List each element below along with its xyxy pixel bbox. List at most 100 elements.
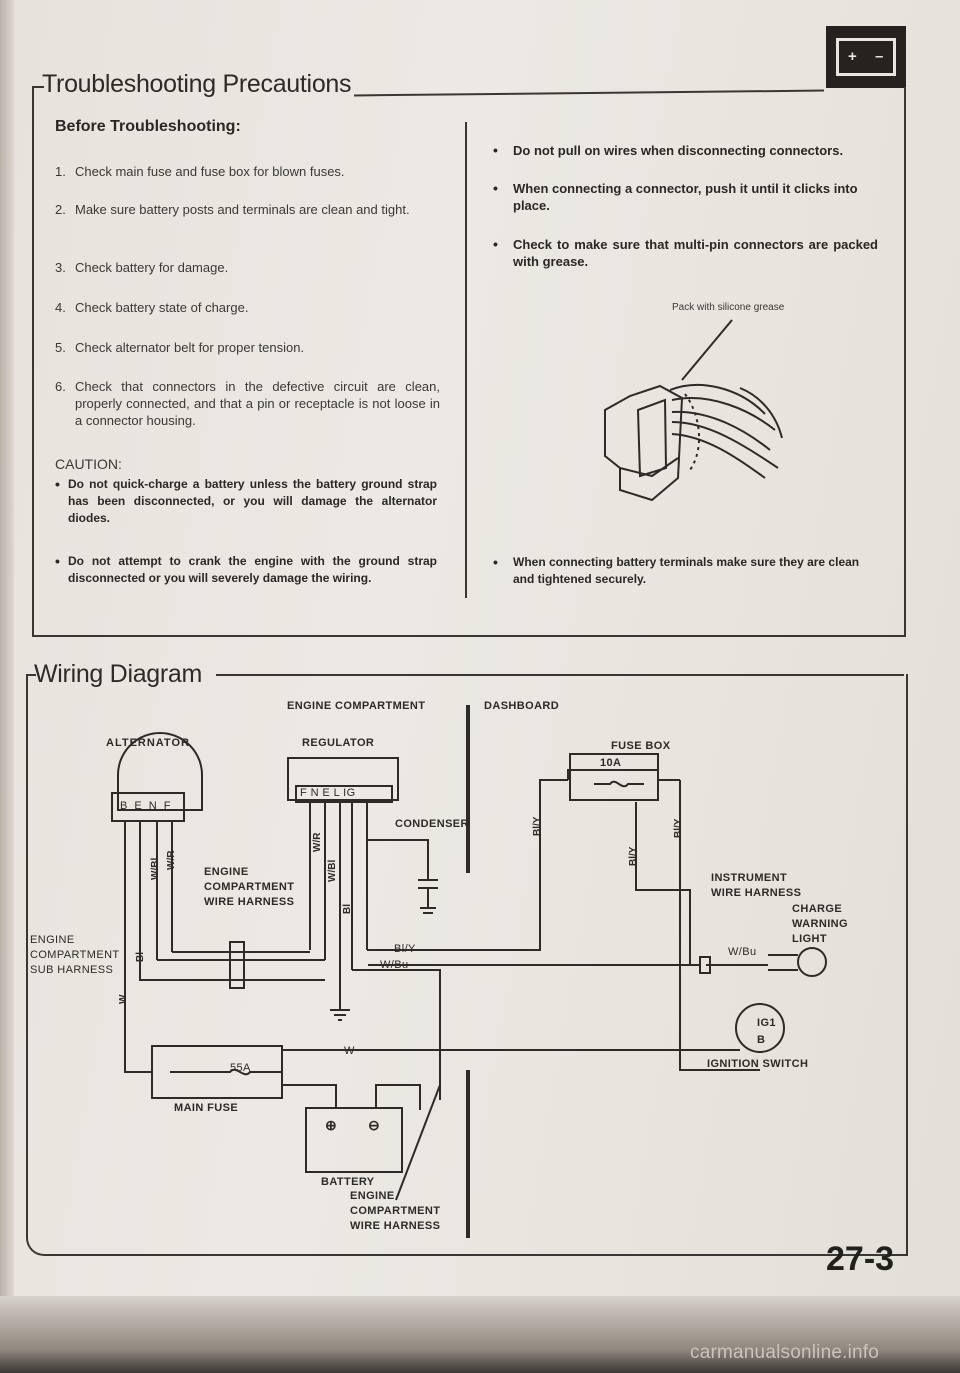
caution-1: • Do not quick-charge a battery unless t… xyxy=(55,476,437,527)
label-harness-1: ENGINE xyxy=(204,866,249,878)
item-number: 1. xyxy=(55,164,66,179)
zone-divider-top xyxy=(466,705,470,873)
before-heading: Before Troubleshooting: xyxy=(55,118,241,135)
before-item-3: 3. Check battery for damage. xyxy=(55,259,440,276)
item-text: Check that connectors in the defective c… xyxy=(75,379,440,428)
condenser-plates xyxy=(418,879,438,889)
wiring-diagram xyxy=(111,732,827,1201)
label-ignition-switch: IGNITION SWITCH xyxy=(707,1058,809,1070)
wire-label-wbl2: W/Bl xyxy=(327,859,338,882)
watermark: carmanualsonline.info xyxy=(690,1342,880,1363)
wire-label-w: W xyxy=(118,994,129,1004)
item-text: Make sure battery posts and terminals ar… xyxy=(75,202,410,217)
wire-label-bly3: Bl/Y xyxy=(628,846,639,866)
label-instrument-2: WIRE HARNESS xyxy=(711,887,802,899)
item-number: 2. xyxy=(55,202,66,217)
item-number: 5. xyxy=(55,340,66,355)
label-eng-harness-1: ENGINE xyxy=(350,1190,395,1202)
label-sub-harness-2: COMPARTMENT xyxy=(30,949,120,961)
before-item-4: 4. Check battery state of charge. xyxy=(55,299,440,316)
caution-2: • Do not attempt to crank the engine wit… xyxy=(55,553,437,587)
bullet-text: When connecting a connector, push it unt… xyxy=(513,181,858,213)
before-item-1: 1. Check main fuse and fuse box for blow… xyxy=(55,163,445,180)
regulator-terminal-block xyxy=(295,785,393,803)
label-condenser: CONDENSER xyxy=(395,818,469,830)
alternator-terminals: B E N F xyxy=(120,800,173,812)
connector-face xyxy=(636,398,668,478)
label-harness-3: WIRE HARNESS xyxy=(204,896,295,908)
wiring-box xyxy=(26,674,908,1256)
label-regulator: REGULATOR xyxy=(302,737,375,749)
section-title-rule-left xyxy=(32,86,44,88)
page-number: 27-3 xyxy=(826,1240,895,1278)
ground-symbol xyxy=(330,1009,350,1021)
battery-icon: + – xyxy=(826,26,906,88)
zone-divider-bottom xyxy=(466,1070,470,1238)
bullet-text: Do not pull on wires when disconnecting … xyxy=(513,143,844,158)
item-text: Check battery for damage. xyxy=(75,260,229,275)
harness-leader xyxy=(395,1084,441,1201)
bullet: • xyxy=(55,553,60,569)
before-item-6: 6. Check that connectors in the defectiv… xyxy=(55,378,440,429)
label-ig1: IG1 xyxy=(757,1017,776,1029)
regulator-terminals: F N E L IG xyxy=(300,787,356,799)
label-fuse-box: FUSE BOX xyxy=(611,740,671,752)
right-bullet-4: • When connecting battery terminals make… xyxy=(493,554,878,588)
condenser-ground xyxy=(420,888,436,914)
label-instrument-1: INSTRUMENT xyxy=(711,872,788,884)
right-bullet-2: • When connecting a connector, push it u… xyxy=(493,180,878,214)
label-charge-2: WARNING xyxy=(792,918,848,930)
wire-label-wbl: W/Bl xyxy=(150,857,161,880)
bullet: • xyxy=(493,180,498,196)
label-battery-negative: ⊖ xyxy=(368,1117,381,1133)
troubleshooting-box xyxy=(32,87,906,637)
caution-text: Do not quick-charge a battery unless the… xyxy=(68,477,437,525)
section-title-troubleshooting: Troubleshooting Precautions xyxy=(42,70,352,98)
label-eng-harness-3: WIRE HARNESS xyxy=(350,1220,441,1232)
wire-label-wbu2: W/Bu xyxy=(728,946,757,958)
charge-warning-light xyxy=(797,947,827,977)
alternator-terminal-block xyxy=(111,792,185,822)
wire-wbu-run xyxy=(352,969,441,1100)
connector-body xyxy=(604,384,684,502)
label-eng-harness-2: COMPARTMENT xyxy=(350,1205,441,1217)
label-alternator: ALTERNATOR xyxy=(106,737,190,749)
callout-leader xyxy=(681,319,733,381)
regulator-box xyxy=(287,757,399,801)
section-title-wiring: Wiring Diagram xyxy=(34,660,203,688)
battery-box xyxy=(305,1107,403,1173)
label-sub-harness-1: ENGINE xyxy=(30,934,75,946)
label-main-fuse: MAIN FUSE xyxy=(174,1102,239,1114)
fuse-box-bus xyxy=(567,769,680,781)
label-battery-positive: ⊕ xyxy=(325,1117,338,1133)
label-charge-1: CHARGE xyxy=(792,903,843,915)
page-left-edge xyxy=(0,0,14,1373)
label-dashboard: DASHBOARD xyxy=(484,700,560,712)
harness-wire-5 xyxy=(671,433,766,479)
battery-plus-sign: + xyxy=(848,48,857,65)
label-sub-harness-3: SUB HARNESS xyxy=(30,964,114,976)
item-text: Check alternator belt for proper tension… xyxy=(75,340,305,355)
battery-negative-lead xyxy=(375,1084,421,1110)
condenser-lead xyxy=(367,839,429,880)
label-harness-2: COMPARTMENT xyxy=(204,881,295,893)
label-b: B xyxy=(757,1034,766,1046)
harness-wire-2 xyxy=(671,397,776,431)
caution-text: Do not attempt to crank the engine with … xyxy=(68,554,437,585)
connector-illustration xyxy=(604,319,783,502)
wire-bly-run xyxy=(367,779,568,951)
wire-label-bl: Bl xyxy=(342,904,353,914)
harness-sheath xyxy=(739,387,783,439)
connector-edge xyxy=(619,457,679,478)
wire-label-w2: W xyxy=(344,1045,355,1057)
alternator-body xyxy=(117,732,203,811)
charge-light-leads xyxy=(768,954,798,971)
item-number: 3. xyxy=(55,260,66,275)
fuse-10a-symbol xyxy=(594,780,644,788)
wire-label-bly2: Bl/Y xyxy=(532,816,543,836)
wire-e-run xyxy=(139,950,325,981)
harness-connector xyxy=(229,941,245,989)
item-text: Check main fuse and fuse box for blown f… xyxy=(75,164,345,179)
wire-bly-ignition xyxy=(679,780,760,1071)
